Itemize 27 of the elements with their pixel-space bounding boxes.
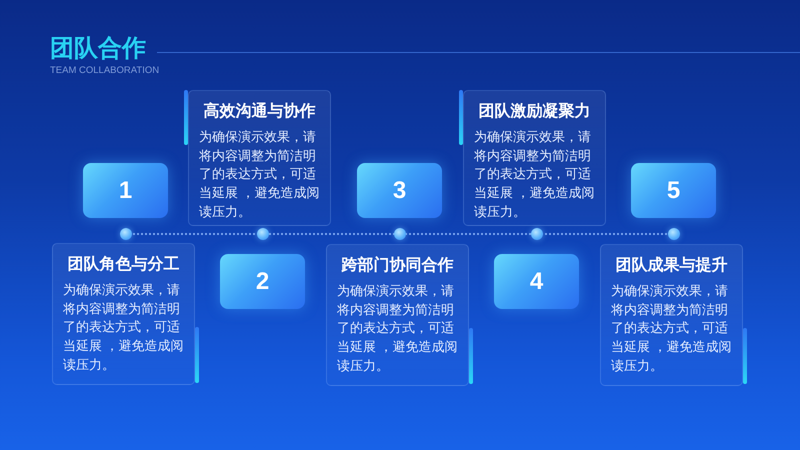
step-tile: [83, 163, 168, 218]
card-heading: 团队成果与提升: [614, 255, 728, 276]
step-tile: [631, 163, 716, 218]
card-heading: 高效沟通与协作: [202, 101, 316, 122]
step-number: 3: [392, 176, 406, 204]
text-card: [326, 244, 469, 386]
slide-title: 团队合作: [50, 35, 146, 63]
card-body-text: 为确保演示效果，请将内容调整为简洁明了的表达方式，可适当延展 ，避免造成阅读压力。: [199, 128, 321, 221]
text-card: [188, 90, 331, 226]
step-number: 2: [256, 268, 270, 296]
step-tile: [220, 254, 305, 309]
card-body-text: 为确保演示效果，请将内容调整为简洁明了的表达方式，可适当延展 ，避免造成阅读压力。: [611, 282, 733, 375]
step-tile: [494, 254, 579, 309]
card-heading: 跨部门协同合作: [340, 255, 454, 276]
step-number: 4: [530, 268, 544, 296]
slide-subtitle: TEAM COLLABORATION: [50, 65, 160, 76]
text-card: [463, 90, 606, 226]
card-body-text: 为确保演示效果，请将内容调整为简洁明了的表达方式，可适当延展 ，避免造成阅读压力。: [63, 281, 185, 374]
step-number: 1: [118, 176, 132, 204]
card-heading: 团队角色与分工: [66, 254, 180, 275]
text-card: [600, 244, 743, 386]
text-card: [52, 243, 195, 385]
step-tile: [357, 163, 442, 218]
step-number: 5: [666, 176, 680, 204]
card-body-text: 为确保演示效果，请将内容调整为简洁明了的表达方式，可适当延展 ，避免造成阅读压力。: [474, 128, 596, 221]
card-body-text: 为确保演示效果，请将内容调整为简洁明了的表达方式，可适当延展 ，避免造成阅读压力。: [337, 282, 459, 375]
card-heading: 团队激励凝聚力: [478, 102, 592, 122]
